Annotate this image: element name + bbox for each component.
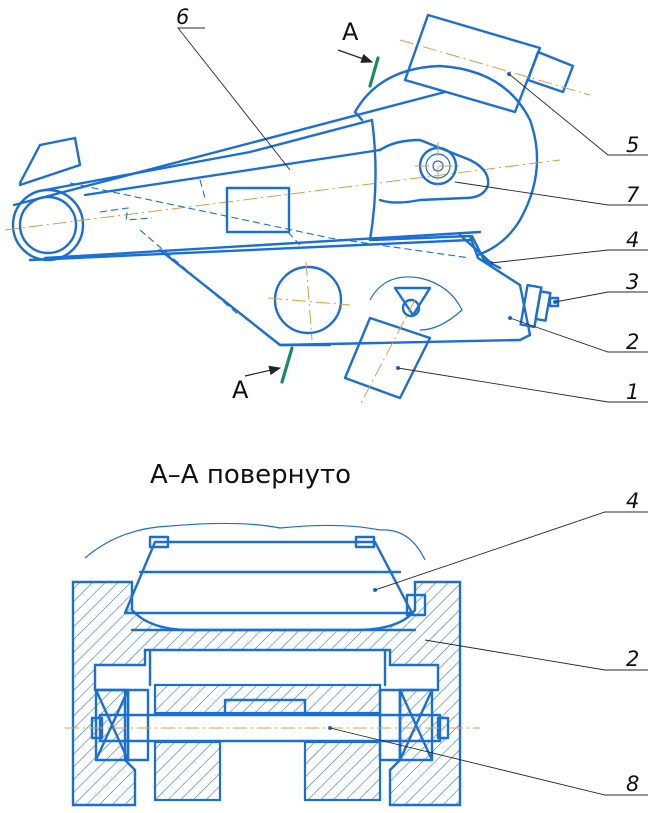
lower-pulley — [267, 261, 351, 341]
section-letter-bottom: A — [232, 376, 249, 404]
section-view: А–А повернуто — [65, 460, 648, 807]
arm-frame-6 — [4, 90, 561, 347]
housing-2-section — [71, 580, 462, 807]
pulley-7 — [378, 138, 490, 204]
section-callout-8: 8 — [626, 772, 639, 796]
callout-1: 1 — [626, 380, 639, 404]
section-marker-bottom: A — [232, 346, 294, 404]
section-title: А–А повернуто — [150, 460, 351, 490]
callout-2: 2 — [626, 330, 639, 354]
top-view: A A 6 5 7 4 3 2 1 — [4, 5, 648, 406]
shaft-8 — [65, 713, 480, 743]
bearing-right — [378, 688, 434, 762]
disc-guard — [353, 64, 539, 257]
bearing-left — [94, 688, 150, 762]
bracket-4 — [123, 540, 414, 615]
hub — [148, 648, 387, 802]
section-letter-top: A — [342, 18, 359, 46]
cylinder-1 — [343, 276, 463, 406]
motor-5 — [399, 13, 591, 114]
section-callout-2: 2 — [626, 647, 639, 671]
section-callout-4: 4 — [626, 489, 639, 513]
callout-5: 5 — [626, 133, 639, 157]
callout-3: 3 — [626, 270, 639, 294]
callout-4: 4 — [626, 228, 639, 252]
callout-7: 7 — [626, 183, 640, 207]
callout-6: 6 — [176, 5, 189, 29]
section-marker-top: A — [337, 18, 380, 88]
leaders-top — [177, 27, 648, 403]
